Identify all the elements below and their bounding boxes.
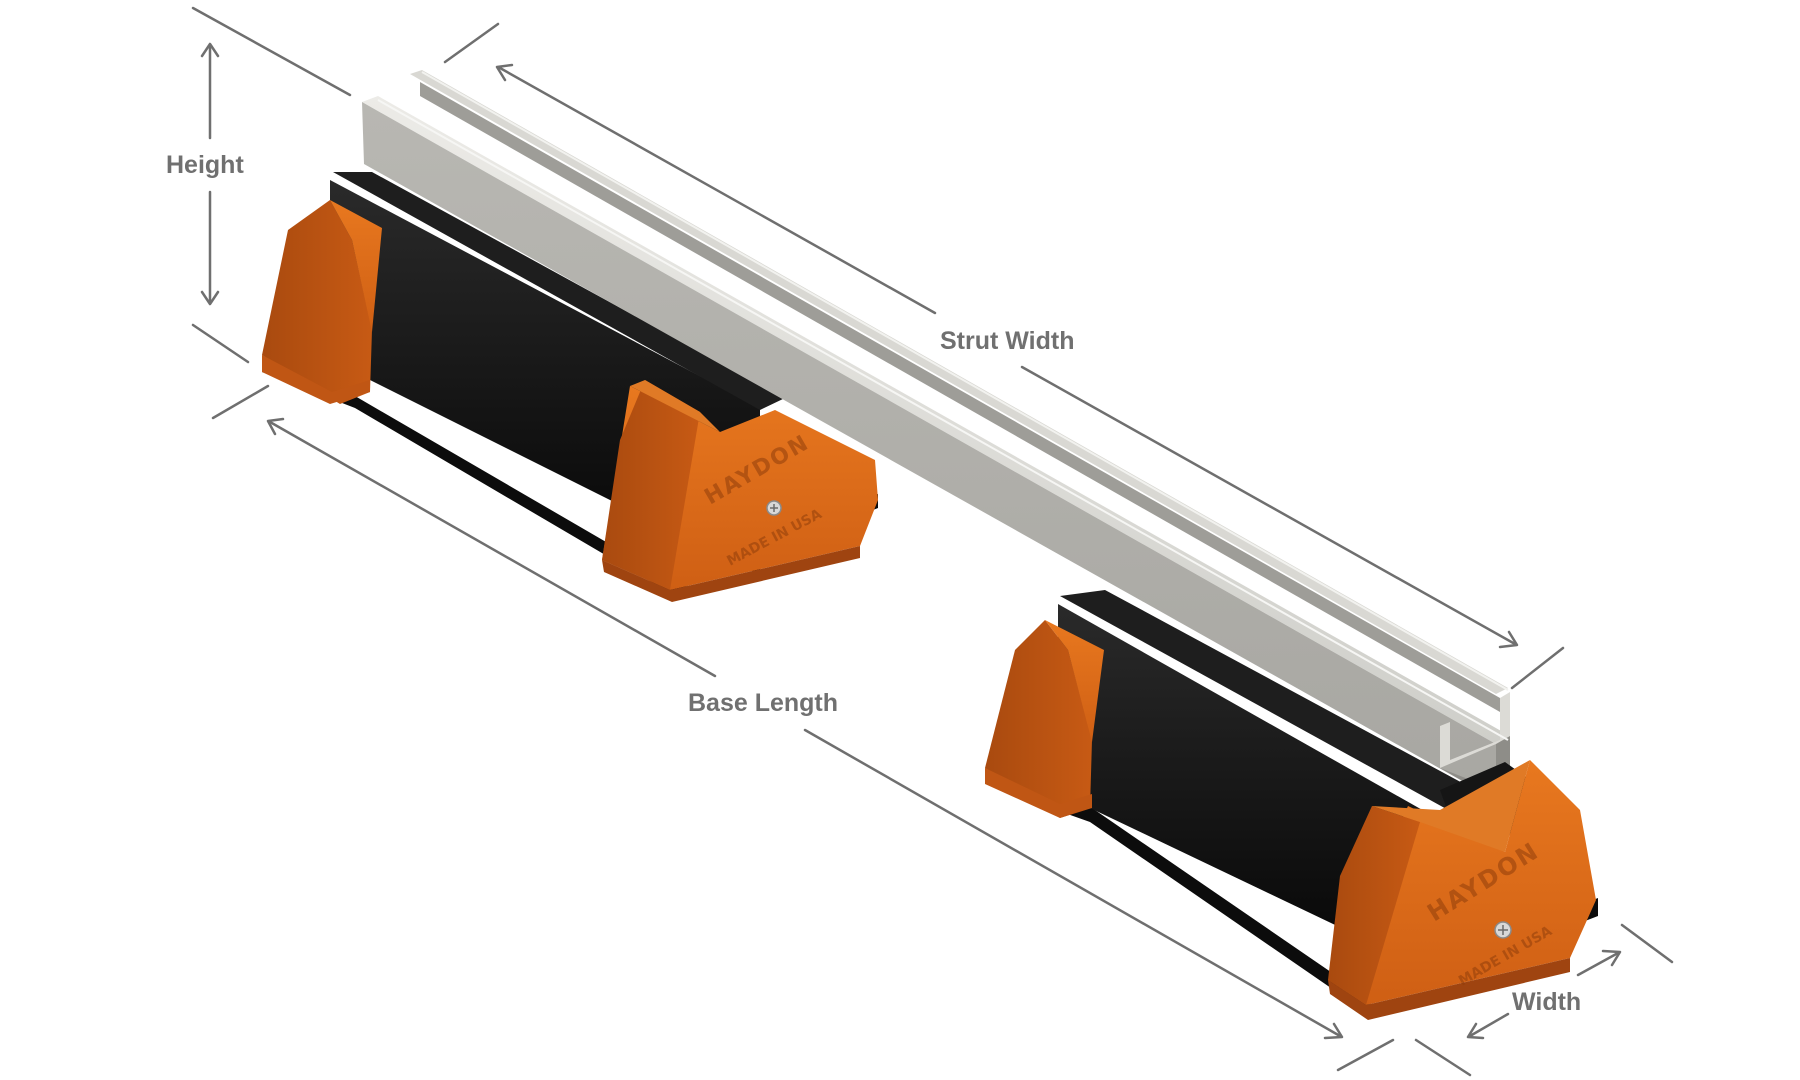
orange-endcap-left-rear-front — [330, 200, 382, 332]
orange-endcap-left-rear-side — [262, 200, 372, 404]
height-label: Height — [166, 151, 244, 179]
base-length-extension-left — [211, 384, 270, 420]
strut-width-extension-left — [443, 22, 500, 64]
orange-endcap-right-rear-lower — [985, 768, 1092, 818]
orange-endcap-right-front-bevel — [1372, 760, 1530, 852]
strut-top-face — [362, 96, 1510, 744]
orange-endcap-left-front-side — [602, 380, 700, 590]
base-length-arrowhead-left — [266, 417, 285, 436]
strut-width-arrow-lower — [1020, 365, 1517, 646]
strut-width-label: Strut Width — [940, 327, 1074, 355]
width-arrowhead-left — [1466, 1022, 1485, 1040]
base-length-extension-right — [1336, 1038, 1395, 1072]
dimension-annotations: Height Strut Width Base Length Width — [166, 6, 1674, 1077]
base-length-arrow-upper — [268, 420, 717, 678]
strut-end-profile — [1440, 692, 1510, 768]
orange-endcap-right-front-side — [1328, 806, 1420, 1005]
base-length-arrowhead-right — [1323, 1022, 1344, 1040]
strut-width-extension-right — [1510, 646, 1565, 690]
height-arrowhead-top — [200, 42, 220, 58]
black-body-right-top — [1060, 590, 1505, 822]
orange-endcap-right-front-base — [1328, 958, 1570, 1020]
orange-endcap-right-rear-side — [985, 620, 1092, 818]
strut-channel — [362, 70, 1510, 800]
orange-endcap-left-front-bevel — [630, 380, 720, 432]
strut-back-wall — [420, 82, 1500, 712]
base-block-left: HAYDON MADE IN USA — [262, 172, 878, 602]
width-arrowhead-right — [1601, 949, 1622, 967]
black-body-left-top — [333, 172, 785, 410]
width-label: Width — [1512, 988, 1581, 1016]
width-extension-left — [1414, 1038, 1472, 1077]
height-extension-top — [191, 6, 352, 97]
strut-width-arrow-upper — [498, 66, 937, 315]
width-arrow-right — [1576, 951, 1620, 977]
orange-endcap-right-rear-front — [1045, 620, 1104, 742]
orange-endcap-left-rear-lower — [262, 355, 370, 404]
strut-width-arrowhead-right — [1498, 630, 1519, 649]
base-length-label: Base Length — [688, 689, 838, 717]
strut-front-face — [362, 102, 1496, 800]
strut-width-arrowhead-left — [495, 63, 514, 82]
width-arrow-left — [1468, 1012, 1510, 1038]
height-extension-bottom — [191, 323, 250, 364]
height-arrowhead-bottom — [200, 290, 220, 306]
width-extension-right — [1620, 923, 1674, 964]
base-block-right: HAYDON MADE IN USA — [985, 590, 1598, 1020]
orange-endcap-right-front-face — [1328, 760, 1596, 1005]
strut-back-lip — [410, 70, 1508, 694]
base-length-arrow-lower — [803, 728, 1342, 1038]
